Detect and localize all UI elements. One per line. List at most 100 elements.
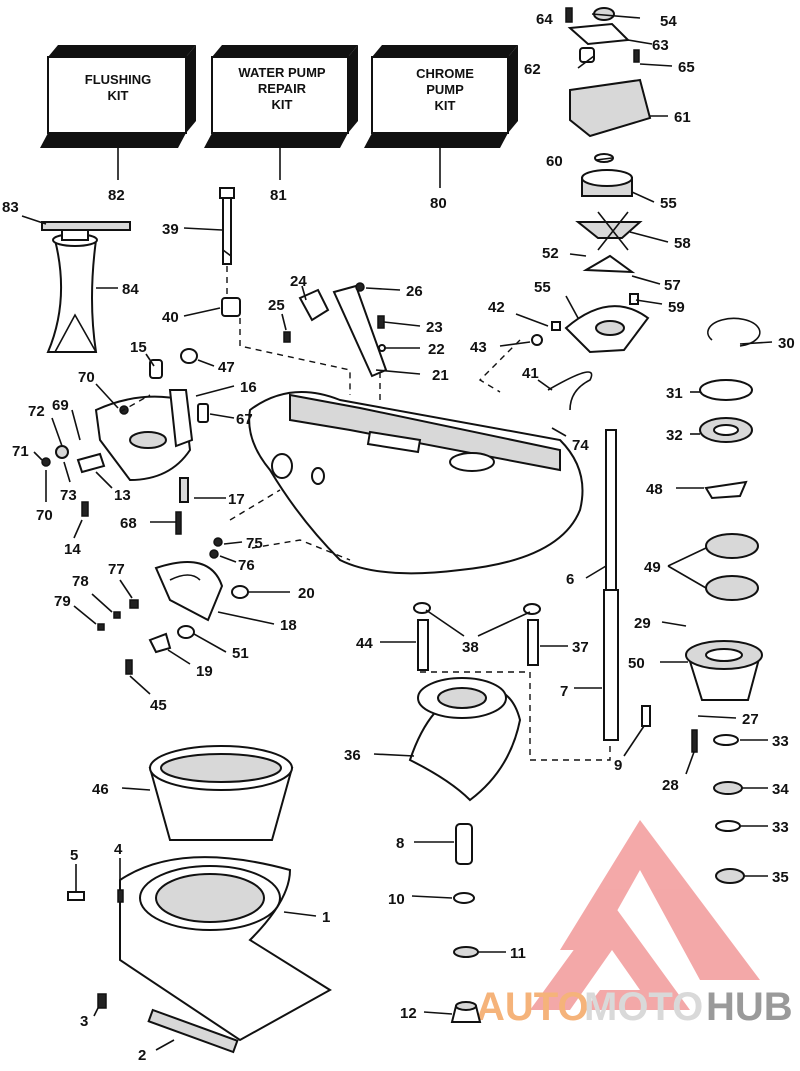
callout-70: 70 (78, 369, 95, 386)
kit-label-line: WATER PUMP (238, 65, 325, 80)
callout-46: 46 (92, 781, 109, 798)
leader-lines (21, 13, 773, 1051)
callout-numbers: 64 54 63 62 65 61 60 55 58 52 57 59 55 3… (2, 11, 795, 1064)
callout-60: 60 (546, 153, 563, 170)
callout-61: 61 (674, 109, 691, 126)
callout-22: 22 (428, 341, 445, 358)
callout-33-lower: 33 (772, 819, 789, 836)
watermark-text-auto: AUTO (476, 985, 589, 1029)
callout-55: 55 (660, 195, 677, 212)
callout-71: 71 (12, 443, 29, 460)
callout-25: 25 (268, 297, 285, 314)
callout-35: 35 (772, 869, 789, 886)
kit-label-line: KIT (435, 98, 456, 113)
watermark-text-moto: MOTO (584, 985, 703, 1029)
callout-1: 1 (322, 909, 330, 926)
callout-69: 69 (52, 397, 69, 414)
callout-23: 23 (426, 319, 443, 336)
callout-65: 65 (678, 59, 695, 76)
callout-24: 24 (290, 273, 307, 290)
callout-26: 26 (406, 283, 423, 300)
callout-68: 68 (120, 515, 137, 532)
callout-57: 57 (664, 277, 681, 294)
callout-38: 38 (462, 639, 479, 656)
kit-label-line: KIT (272, 97, 293, 112)
callout-29: 29 (634, 615, 651, 632)
callout-80: 80 (430, 195, 447, 212)
callout-8: 8 (396, 835, 404, 852)
callout-72: 72 (28, 403, 45, 420)
callout-21: 21 (432, 367, 449, 384)
pump-housing (248, 391, 584, 575)
callout-59: 59 (668, 299, 685, 316)
dashed-connectors (119, 318, 611, 761)
callout-83: 83 (2, 199, 19, 216)
gate-bracket (41, 348, 209, 535)
callout-81: 81 (270, 187, 287, 204)
callout-67: 67 (236, 411, 253, 428)
intake-parts (67, 745, 482, 1054)
watermark-text-hub: HUB (706, 985, 793, 1029)
callout-49: 49 (644, 559, 661, 576)
long-bolt (219, 187, 235, 265)
callout-39: 39 (162, 221, 179, 238)
callout-6: 6 (566, 571, 574, 588)
flushing-attachment (41, 221, 131, 353)
callout-30: 30 (778, 335, 795, 352)
callout-14: 14 (64, 541, 81, 558)
callout-47: 47 (218, 359, 235, 376)
callout-51: 51 (232, 645, 249, 662)
spacer (221, 297, 241, 317)
callout-4: 4 (114, 841, 123, 858)
driveshaft (603, 429, 651, 741)
kit-box-water-pump-repair: WATER PUMP REPAIR KIT (204, 45, 358, 148)
callout-78: 78 (72, 573, 89, 590)
kit-label-line: REPAIR (258, 81, 307, 96)
callout-52: 52 (542, 245, 559, 262)
callout-77: 77 (108, 561, 125, 578)
callout-41: 41 (522, 365, 539, 382)
linkage-parts (97, 282, 593, 675)
callout-15: 15 (130, 339, 147, 356)
kit-label-line: CHROME (416, 66, 474, 81)
callout-32: 32 (666, 427, 683, 444)
callout-58: 58 (674, 235, 691, 252)
callout-48: 48 (646, 481, 663, 498)
kit-label-line: FLUSHING (85, 72, 151, 87)
callout-42: 42 (488, 299, 505, 316)
callout-28: 28 (662, 777, 679, 794)
callout-19: 19 (196, 663, 213, 680)
callout-9: 9 (614, 757, 622, 774)
callout-74: 74 (572, 437, 589, 454)
kit-box-chrome-pump: CHROME PUMP KIT (364, 45, 518, 148)
callout-73: 73 (60, 487, 77, 504)
callout-3: 3 (80, 1013, 88, 1030)
callout-7: 7 (560, 683, 568, 700)
callout-62: 62 (524, 61, 541, 78)
right-column-parts (685, 317, 763, 884)
callout-40: 40 (162, 309, 179, 326)
callout-31: 31 (666, 385, 683, 402)
kit-label-line: PUMP (426, 82, 464, 97)
callout-44: 44 (356, 635, 373, 652)
watermark-logo (530, 820, 760, 1010)
callout-54: 54 (660, 13, 677, 30)
callout-45: 45 (150, 697, 167, 714)
callout-63: 63 (652, 37, 669, 54)
callout-12: 12 (400, 1005, 417, 1022)
callout-33: 33 (772, 733, 789, 750)
callout-5: 5 (70, 847, 78, 864)
callout-55-lower: 55 (534, 279, 551, 296)
callout-70-lower: 70 (36, 507, 53, 524)
kit-box-flushing: FLUSHING KIT (40, 45, 196, 148)
kit-label-line: KIT (108, 88, 129, 103)
callout-36: 36 (344, 747, 361, 764)
callout-2: 2 (138, 1047, 146, 1064)
callout-13: 13 (114, 487, 131, 504)
callout-20: 20 (298, 585, 315, 602)
callout-76: 76 (238, 557, 255, 574)
watermark-triangle-inner (530, 900, 690, 1010)
callout-82: 82 (108, 187, 125, 204)
